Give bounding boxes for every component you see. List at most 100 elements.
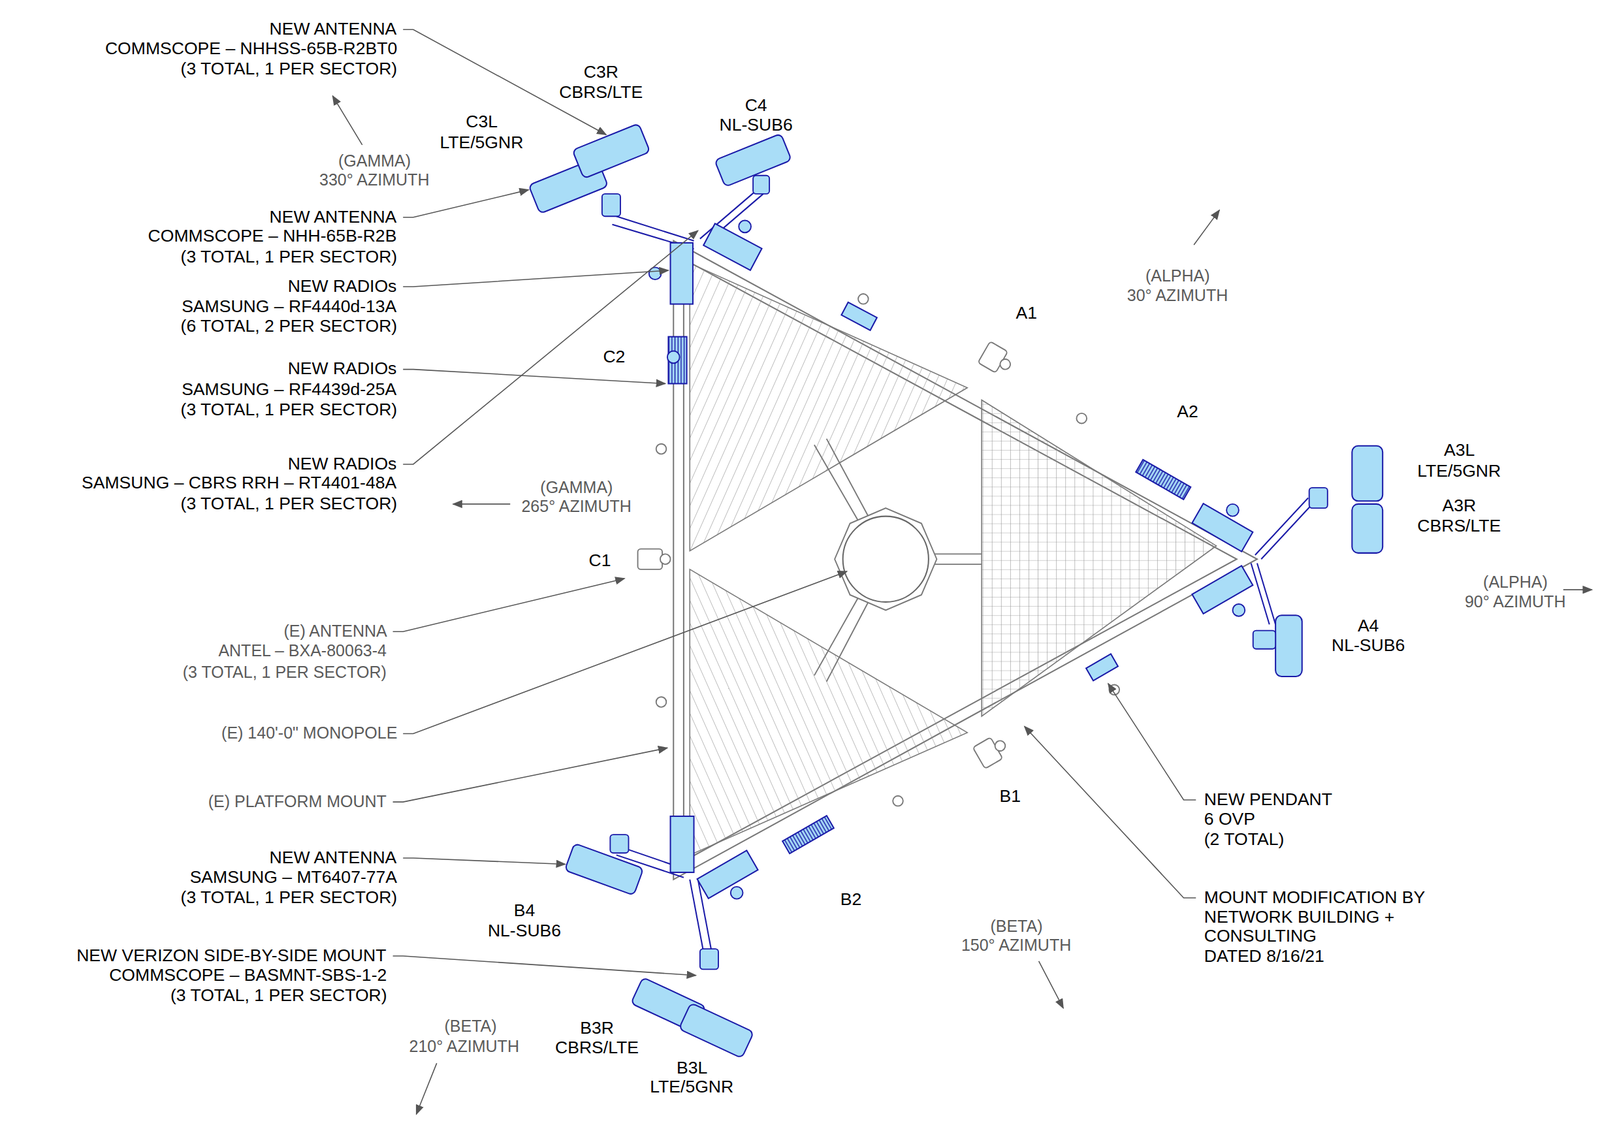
callout-text: A4 bbox=[1357, 616, 1379, 637]
drawing-g bbox=[841, 302, 877, 331]
drawing-g bbox=[656, 293, 1120, 806]
drawing-circle bbox=[1076, 413, 1087, 424]
drawing-g bbox=[814, 438, 982, 682]
callout-text: NEW ANTENNA bbox=[269, 19, 398, 40]
callout-text: CONSULTING bbox=[1204, 926, 1317, 947]
drawing-rect bbox=[703, 223, 762, 270]
drawing-line bbox=[1563, 589, 1593, 591]
callout-text: SAMSUNG – CBRS RRH – RT4401-48A bbox=[81, 473, 397, 494]
callout-text: COMMSCOPE – BASMNT-SBS-1-2 bbox=[109, 965, 387, 986]
existing-callout: 150° AZIMUTH bbox=[961, 935, 1072, 957]
drawing-g bbox=[678, 1003, 754, 1059]
drawing-rect bbox=[564, 843, 644, 896]
callout-text: NETWORK BUILDING + bbox=[1204, 907, 1395, 928]
drawing-circle bbox=[660, 553, 671, 565]
callout-text: COMMSCOPE – NHHSS-65B-R2BT0 bbox=[105, 38, 398, 59]
drawing-rect bbox=[1309, 487, 1328, 509]
callout-text: COMMSCOPE – NHH-65B-R2B bbox=[148, 226, 398, 247]
drawing-g bbox=[703, 223, 762, 270]
drawing-polygon bbox=[683, 259, 1237, 862]
callout-text: NEW ANTENNA bbox=[269, 847, 398, 868]
drawing-circle bbox=[656, 444, 667, 455]
callout-text: SAMSUNG – RF4439d-25A bbox=[181, 379, 397, 400]
drawing-polyline bbox=[402, 190, 529, 218]
drawing-g bbox=[697, 850, 759, 899]
callout-text: NEW VERIZON SIDE-BY-SIDE MOUNT bbox=[76, 945, 386, 966]
callout-text: NEW RADIOs bbox=[288, 276, 398, 297]
callout-text: (3 TOTAL, 1 PER SECTOR) bbox=[180, 400, 398, 421]
callout-text: C3R bbox=[583, 62, 619, 83]
callout-text: CBRS/LTE bbox=[559, 82, 643, 104]
drawing-rect bbox=[1351, 446, 1383, 501]
drawing-g bbox=[649, 220, 1246, 900]
drawing-line bbox=[1039, 961, 1064, 1009]
drawing-g bbox=[572, 123, 650, 179]
drawing-circle bbox=[1232, 604, 1246, 617]
callout-text: A2 bbox=[1176, 402, 1198, 423]
drawing-rect bbox=[697, 850, 759, 899]
callout-text: DATED 8/16/21 bbox=[1204, 946, 1325, 968]
drawing-polyline bbox=[402, 571, 848, 734]
existing-callout: (BETA) bbox=[990, 916, 1043, 937]
drawing-line bbox=[332, 96, 362, 145]
callout-text: LTE/5GNR bbox=[649, 1077, 734, 1098]
callout-text: SAMSUNG – MT6407-77A bbox=[190, 867, 398, 888]
drawing-rect bbox=[572, 123, 650, 179]
drawing-g bbox=[1135, 459, 1191, 500]
callout-text: (3 TOTAL, 1 PER SECTOR) bbox=[170, 985, 388, 1006]
drawing-line bbox=[1261, 502, 1314, 560]
drawing-circle bbox=[656, 696, 667, 708]
existing-callout: 330° AZIMUTH bbox=[319, 170, 430, 191]
callout-text: NEW ANTENNA bbox=[269, 207, 398, 228]
drawing-circle bbox=[738, 220, 752, 234]
drawing-circle bbox=[858, 293, 869, 305]
drawing-g bbox=[673, 240, 1258, 880]
drawing-polyline bbox=[402, 858, 565, 864]
drawing-polyline bbox=[393, 747, 668, 802]
drawing-polyline bbox=[402, 29, 607, 135]
drawing-circle bbox=[667, 351, 680, 364]
drawing-circle bbox=[1226, 504, 1239, 517]
existing-callout: (E) PLATFORM MOUNT bbox=[208, 792, 387, 813]
callout-text: MOUNT MODIFICATION BY bbox=[1204, 887, 1425, 908]
drawing-circle bbox=[843, 516, 929, 603]
drawing-g bbox=[977, 341, 1016, 378]
drawing-rect bbox=[1086, 653, 1119, 681]
drawing-rect bbox=[752, 175, 770, 194]
drawing-polyline bbox=[402, 270, 669, 287]
callout-text: LTE/5GNR bbox=[439, 132, 524, 153]
callout-text: (6 TOTAL, 2 PER SECTOR) bbox=[180, 316, 398, 337]
drawing-g bbox=[332, 96, 1592, 1115]
existing-callout: 90° AZIMUTH bbox=[1464, 591, 1566, 612]
drawing-g bbox=[668, 336, 1191, 855]
callout-text: LTE/5GNR bbox=[1417, 461, 1501, 482]
existing-callout: (E) 140'-0" MONOPOLE bbox=[221, 723, 398, 744]
existing-callout: (GAMMA) bbox=[540, 477, 613, 498]
callout-text: A3R bbox=[1442, 495, 1477, 516]
drawing-g bbox=[1191, 503, 1253, 552]
drawing-g bbox=[689, 263, 1216, 855]
existing-callout: (3 TOTAL, 1 PER SECTOR) bbox=[182, 662, 387, 683]
drawing-line bbox=[928, 553, 982, 556]
drawing-polygon bbox=[981, 400, 1216, 717]
callout-text: (3 TOTAL, 1 PER SECTOR) bbox=[180, 246, 398, 268]
callout-text: (3 TOTAL, 1 PER SECTOR) bbox=[180, 59, 398, 80]
drawing-polyline bbox=[393, 956, 697, 976]
drawing-polyline bbox=[1108, 683, 1196, 800]
callout-text: (3 TOTAL, 1 PER SECTOR) bbox=[180, 493, 398, 514]
drawing-rect bbox=[670, 242, 693, 305]
callout-text: C2 bbox=[602, 346, 625, 368]
drawing-line bbox=[1193, 210, 1220, 245]
drawing-rect bbox=[1253, 630, 1276, 650]
drawing-rect bbox=[1135, 459, 1191, 500]
drawing-rect bbox=[1275, 615, 1303, 677]
drawing-g bbox=[1086, 653, 1119, 681]
drawing-polyline bbox=[402, 230, 699, 465]
callout-text: C3L bbox=[465, 112, 498, 133]
drawing-line bbox=[826, 600, 870, 682]
callout-text: B1 bbox=[999, 786, 1021, 808]
callout-text: B2 bbox=[840, 890, 862, 911]
drawing-g bbox=[393, 29, 1197, 976]
